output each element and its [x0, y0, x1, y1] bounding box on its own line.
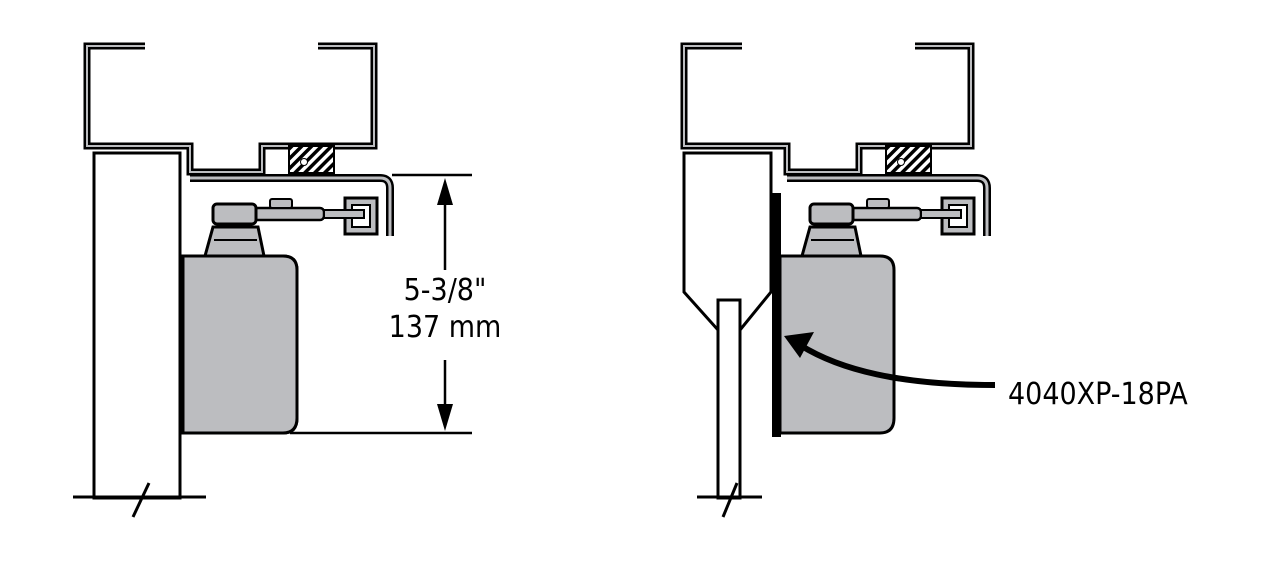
right-view: 4040XP-18PA	[684, 46, 1188, 518]
drop-plate	[772, 193, 781, 437]
dimension-imperial: 5-3/8"	[404, 273, 487, 308]
dimension-metric: 137 mm	[389, 310, 502, 345]
left-view: 5-3/8" 137 mm	[73, 46, 502, 518]
door-jamb	[92, 151, 182, 500]
break-mark	[721, 482, 739, 518]
arrow-down-icon	[437, 404, 453, 431]
closer-body	[181, 254, 299, 435]
dimension-marker	[290, 173, 472, 435]
callout-arrow	[798, 342, 996, 388]
door-stile	[716, 298, 742, 500]
arrow-up-icon	[437, 178, 453, 205]
arrow-head-icon	[784, 332, 814, 358]
part-label: 4040XP-18PA	[1008, 377, 1188, 412]
break-mark	[131, 482, 151, 518]
